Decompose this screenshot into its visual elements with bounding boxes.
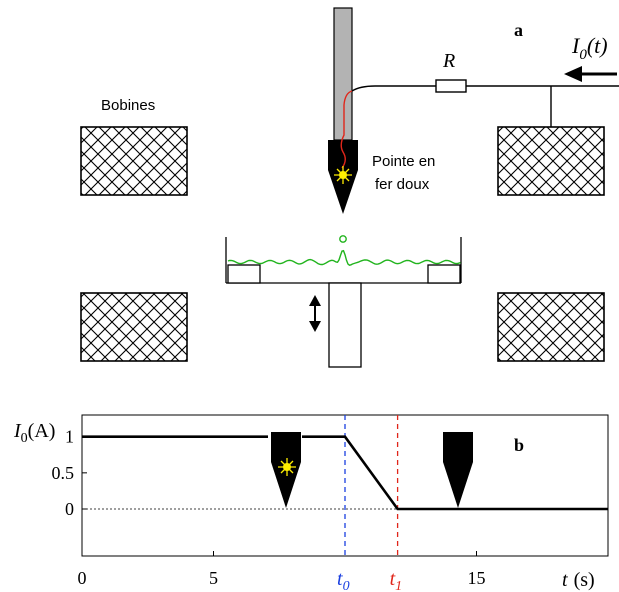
tip-label-line2: fer doux [375, 176, 430, 193]
y-ticks: 10.50 [52, 427, 87, 519]
current-label: I0(t) [571, 33, 608, 63]
tip-unlit-icon [443, 432, 473, 508]
droplet [339, 235, 347, 243]
t1-label: t1 [390, 568, 403, 592]
y-tick-label: 0 [65, 499, 74, 519]
tip-label-line1: Pointe en [372, 153, 435, 170]
current-series-line [82, 435, 608, 511]
x-tick-label: 5 [209, 568, 218, 588]
vertical-motion-arrow [309, 295, 321, 332]
tip-lit-icon [268, 430, 302, 508]
internal-wire [340, 90, 353, 169]
panel-a: a I0(t) R [80, 7, 619, 368]
coil-top-right [497, 126, 605, 196]
coil-bottom-left [80, 292, 188, 362]
pedestal [328, 282, 362, 368]
x-axis-label: t(s) [562, 569, 595, 591]
soft-iron-tip [328, 140, 358, 214]
resistor-label: R [442, 50, 455, 72]
resistor [435, 79, 467, 93]
x-tick-label: 0 [78, 568, 87, 588]
spark-icon [334, 166, 352, 184]
t0-label: t0 [337, 568, 350, 592]
coil-bottom-right [497, 292, 605, 362]
fluid-surface-wave [227, 249, 461, 266]
x-tick-label: 15 [468, 568, 486, 588]
x-ticks: 0 5 15 [78, 551, 486, 588]
panel-a-letter: a [514, 20, 523, 40]
current-arrow [564, 66, 617, 82]
coil-top-left [80, 126, 188, 196]
y-tick-label: 0.5 [52, 463, 75, 483]
coils-label: Bobines [101, 97, 155, 114]
panel-b-letter: b [514, 435, 524, 455]
y-tick-label: 1 [65, 427, 74, 447]
circuit-wire [351, 85, 619, 127]
y-axis-label: I0(A) [13, 420, 55, 446]
rod [333, 7, 353, 141]
